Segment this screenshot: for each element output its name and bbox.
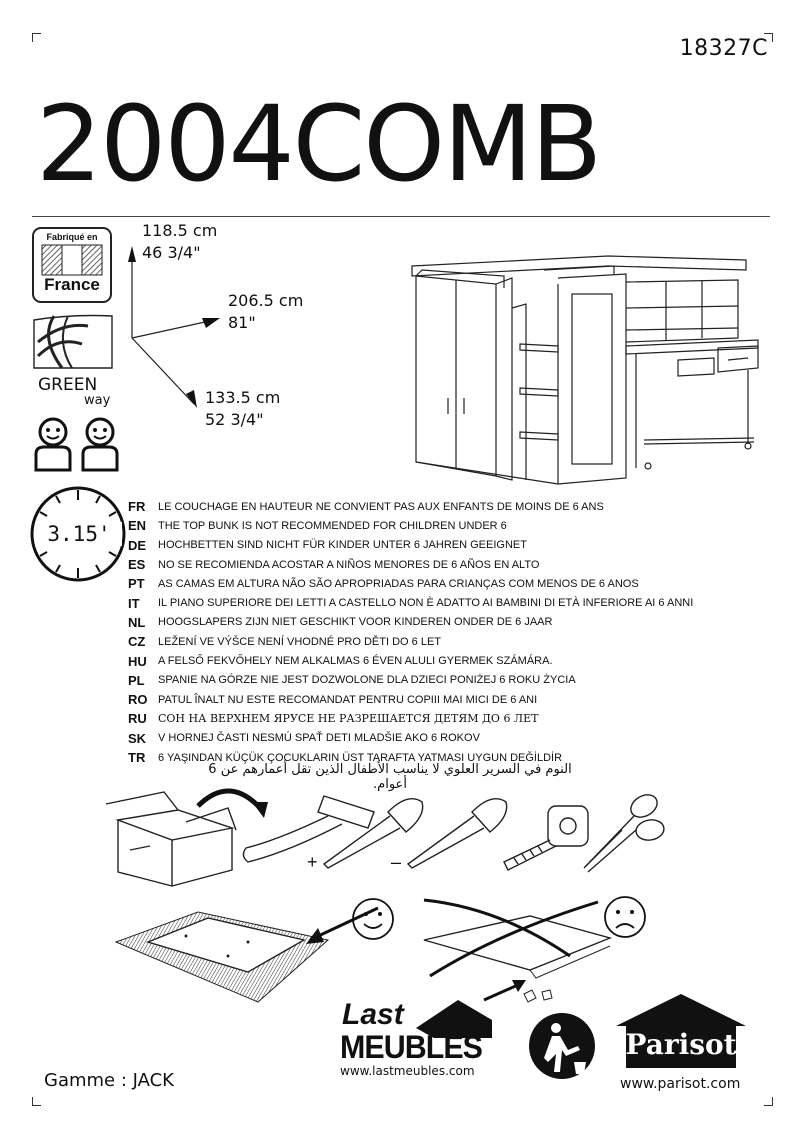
toolbox-icon <box>105 788 268 887</box>
screwdriver-flat-icon <box>406 798 508 869</box>
made-in-france-badge: Fabriqué en France <box>32 227 112 303</box>
length-in: 81" <box>228 313 256 332</box>
green-sub-label: way <box>84 393 111 408</box>
panel-on-floor-wrong-illustration <box>423 898 613 1003</box>
parisot-logo: Parisot <box>612 992 750 1072</box>
depth-cm: 133.5 cm <box>205 388 281 407</box>
parisot-url: www.parisot.com <box>620 1076 741 1092</box>
length-cm: 206.5 cm <box>228 291 304 310</box>
reference-number: 18327C <box>679 36 768 61</box>
lastmeubles-word-last: Last <box>342 998 404 1031</box>
green-way-globe-icon <box>33 314 113 369</box>
crop-mark-top-right <box>764 33 773 42</box>
dimension-arrows-diagram <box>128 246 220 408</box>
panel-on-carpet-correct-illustration <box>114 906 379 1003</box>
tape-measure-icon <box>503 805 589 871</box>
crop-mark-top-left <box>32 33 41 42</box>
depth-in: 52 3/4" <box>205 410 264 429</box>
french-flag-icon <box>41 244 103 276</box>
height-cm: 118.5 cm <box>142 221 218 240</box>
cabin-bed-illustration <box>411 255 759 485</box>
minus-sign: – <box>391 852 402 872</box>
assembly-time: 3.15' <box>36 522 122 546</box>
lastmeubles-url: www.lastmeubles.com <box>340 1064 475 1078</box>
assembly-time-clock-icon <box>30 486 126 582</box>
crop-mark-bottom-right <box>764 1097 773 1106</box>
model-title: 2004COMB <box>36 83 602 205</box>
parisot-house-icon <box>616 994 746 1068</box>
crop-mark-bottom-left <box>32 1097 41 1106</box>
made-in-label: Fabriqué en <box>46 232 98 242</box>
two-persons-icon <box>34 417 119 472</box>
plus-sign: + <box>307 852 318 872</box>
screwdriver-phillips-icon <box>322 798 424 869</box>
height-in: 46 3/4" <box>142 243 201 262</box>
lastmeubles-word-meubles: MEUBLES <box>340 1029 483 1065</box>
scissors-icon <box>583 794 665 873</box>
product-range: Gamme : JACK <box>44 1070 174 1091</box>
sad-face-icon <box>604 896 646 938</box>
title-divider <box>32 216 770 217</box>
parisot-name: Parisot <box>625 1028 737 1061</box>
happy-face-icon <box>352 898 394 940</box>
lastmeubles-logo: Last MEUBLES www.lastmeubles.com <box>340 1000 496 1078</box>
green-label: GREEN <box>38 375 98 395</box>
warning-row-ar: النوم في السرير العلوي لا يناسب الأطفال … <box>208 762 572 792</box>
made-in-country: France <box>44 275 100 294</box>
recycle-person-icon <box>529 1013 595 1079</box>
hammer-icon <box>242 795 375 863</box>
house-roof-icon <box>416 1000 492 1038</box>
